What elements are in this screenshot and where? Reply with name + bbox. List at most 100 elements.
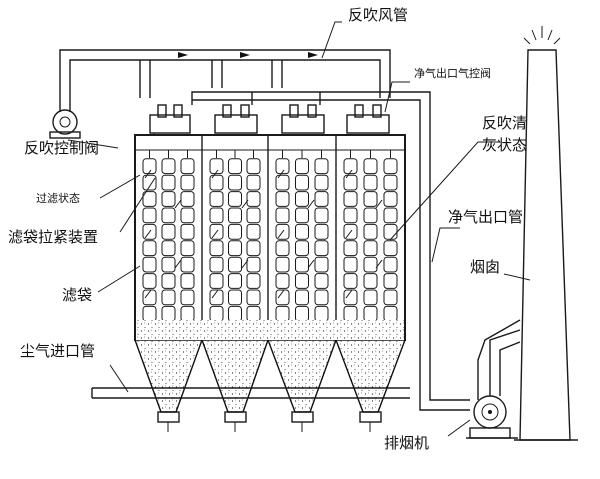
filter-bag-segment [161,191,176,207]
filter-bag-segment [363,191,378,207]
exhaust-fan [466,319,521,439]
filter-bag-segment [142,191,157,207]
flow-arrow [375,199,383,209]
filter-bag-segment [383,273,398,289]
filter-bag-segment [209,207,224,224]
flow-arrow [277,169,285,179]
filter-bag-segment [383,191,398,207]
label-filter-bag: 滤袋 [62,286,92,304]
filter-bag-segment [180,289,195,306]
filter-bag-segment [209,240,224,257]
filter-bag-segment [275,289,290,306]
filter-bag-segment [343,158,358,175]
filter-bag-segment [314,305,329,322]
filter-bag-segment [142,174,157,191]
filter-bag-segment [142,289,157,306]
filter-bag-segment [314,174,329,191]
filter-bag-segment [142,240,157,257]
filter-bag-segment [275,174,290,191]
filter-bag-segment [275,305,290,322]
filter-bag-segment [383,256,398,273]
filter-bag-segment [383,223,398,240]
filter-bag-segment [295,256,309,273]
filter-bag-segment [228,240,242,257]
filter-bag-segment [142,273,157,289]
filter-bag-segment [363,207,378,224]
filter-bag-segment [295,207,309,224]
flow-arrow [174,199,182,209]
flow-arrow [375,259,383,269]
filter-bag-segment [180,174,195,191]
filter-bag-segment [314,158,329,175]
filter-bag-segment [228,273,242,289]
filter-bag-segment [161,223,176,240]
filter-bag-segment [383,305,398,322]
flow-arrow [345,229,353,239]
filter-bag-segment [209,256,224,273]
filter-bag-segment [246,158,261,175]
filter-bag-segment [142,305,157,322]
label-reverse-blow-pipe: 反吹风管 [348,6,408,24]
filter-bag-segment [314,289,329,306]
filter-bag-segment [295,273,309,289]
filter-bag-segment [180,256,195,273]
filter-bag-segment [209,305,224,322]
filter-bag-segment [161,289,176,306]
filter-bag-segment [314,240,329,257]
filter-bag-segment [228,289,242,306]
filter-bag-segment [180,273,195,289]
leader-lines [67,21,531,437]
filter-bag-segment [209,191,224,207]
chimney [514,26,578,441]
filter-bag-segment [314,273,329,289]
flow-arrow [241,199,249,209]
filter-bag-segment [363,273,378,289]
label-reverse-blow-cleaning-state-line1: 反吹清 [482,114,527,132]
filter-bag-segment [180,305,195,322]
filter-bag-segment [142,256,157,273]
flow-arrow [174,259,182,269]
clean-gas-outlet-pipe [191,91,470,411]
filter-bag-segment [228,207,242,224]
filter-bag-segment [295,174,309,191]
filter-bag-segment [295,289,309,306]
flow-arrow [144,289,152,299]
filter-bag-segment [343,305,358,322]
filter-bag-segment [343,207,358,224]
filter-bag-segment [343,256,358,273]
label-filtering-state: 过滤状态 [36,191,80,205]
filter-bag-segment [343,240,358,257]
filter-bag-segment [209,289,224,306]
filter-bag-segment [383,207,398,224]
label-reverse-blow-control-valve: 反吹控制阀 [24,139,99,157]
filter-bag-segment [275,273,290,289]
label-chimney: 烟囱 [470,258,500,276]
filter-bag-segment [363,174,378,191]
label-dust-gas-inlet-pipe: 尘气进口管 [20,342,95,360]
filter-bag-segment [180,240,195,257]
filter-bag-segment [295,223,309,240]
filter-bag-segment [246,273,261,289]
filter-bag-segment [363,223,378,240]
flow-arrow [307,259,315,269]
filter-bag-segment [161,256,176,273]
filter-bag-segment [314,223,329,240]
filter-bag-segment [363,256,378,273]
filter-bag-segment [295,240,309,257]
filter-bag-segment [383,158,398,175]
flow-arrow [277,229,285,239]
filter-bag-segment [343,174,358,191]
filter-bag-segment [314,207,329,224]
filter-bag-segment [314,256,329,273]
flow-arrow [144,169,152,179]
label-reverse-blow-cleaning-state-line2: 灰状态 [482,136,527,154]
filter-bag-segment [295,305,309,322]
filter-bag-segment [228,191,242,207]
flow-arrow [144,229,152,239]
flow-arrow [307,199,315,209]
filter-bag-segment [343,191,358,207]
filter-bag-segment [275,158,290,175]
hoppers [134,320,407,432]
filter-bag-segment [275,256,290,273]
